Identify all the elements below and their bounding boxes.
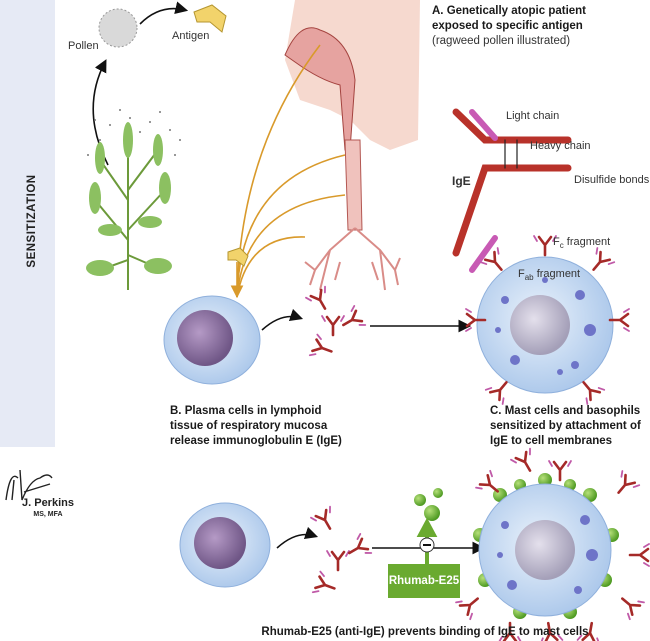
plasma-cell-bottom — [179, 502, 271, 588]
trachea — [344, 139, 363, 231]
panel-b-line1: B. Plasma cells in lymphoid — [170, 405, 322, 417]
arrow-pollen-antigen — [139, 1, 189, 25]
pollen-label: Pollen — [68, 40, 99, 52]
mast-cell-bottom — [454, 447, 650, 641]
pollen-dust — [87, 109, 181, 156]
mast-cell-top — [464, 234, 631, 406]
antigen-small — [227, 247, 249, 267]
artist-credit: J. Perkins MS, MFA — [22, 498, 74, 520]
arrow-release-bottom — [276, 526, 319, 549]
ige-molecules-top — [304, 285, 367, 364]
panel-a-title-line2: exposed to specific antigen — [432, 20, 583, 32]
sidebar-band — [0, 0, 55, 447]
panel-a-title-line1: A. Genetically atopic patient — [432, 5, 587, 17]
bottom-caption: Rhumab-E25 (anti-IgE) prevents binding o… — [261, 626, 589, 638]
arrow-release — [261, 308, 304, 331]
panel-a-subtitle: (ragweed pollen illustrated) — [432, 35, 571, 47]
disulfide-bonds-label: Disulfide bonds — [574, 174, 650, 186]
panel-c-caption: C. Mast cells and basophils sensitized b… — [490, 404, 641, 449]
plasma-cell — [163, 295, 261, 385]
pollen-grain — [98, 8, 138, 48]
drug-label-box: Rhumab-E25 — [388, 564, 460, 598]
fc-fragment-label: Fc fragment — [553, 236, 611, 251]
section-label: SENSITIZATION — [26, 174, 38, 268]
panel-c-line2: sensitized by attachment of — [490, 420, 641, 432]
ige-molecules-bottom — [309, 505, 373, 601]
netter-signature — [5, 469, 53, 501]
heavy-chain-label: Heavy chain — [530, 140, 591, 152]
panel-c-line1: C. Mast cells and basophils — [490, 405, 641, 417]
ige-label: IgE — [452, 174, 471, 188]
panel-a-caption: A. Genetically atopic patient exposed to… — [432, 4, 586, 49]
antigen-shape — [193, 4, 227, 33]
artist-name: J. Perkins — [22, 497, 74, 509]
panel-b-caption: B. Plasma cells in lymphoid tissue of re… — [170, 404, 342, 449]
ige-structure — [452, 108, 572, 273]
panel-b-line2: tissue of respiratory mucosa — [170, 420, 328, 432]
antigen-label: Antigen — [172, 30, 210, 42]
light-chain-label: Light chain — [506, 110, 560, 122]
bronchial-tree — [304, 227, 401, 291]
anti-ige-particles — [414, 488, 443, 521]
artist-credentials: MS, MFA — [33, 511, 63, 518]
ragweed-plant — [86, 122, 172, 290]
nasal-cavity — [284, 27, 356, 151]
panel-b-line3: release immunoglobulin E (IgE) — [170, 435, 342, 447]
panel-c-line3: IgE to cell membranes — [490, 435, 613, 447]
fab-fragment-label: Fab fragment — [518, 268, 581, 283]
